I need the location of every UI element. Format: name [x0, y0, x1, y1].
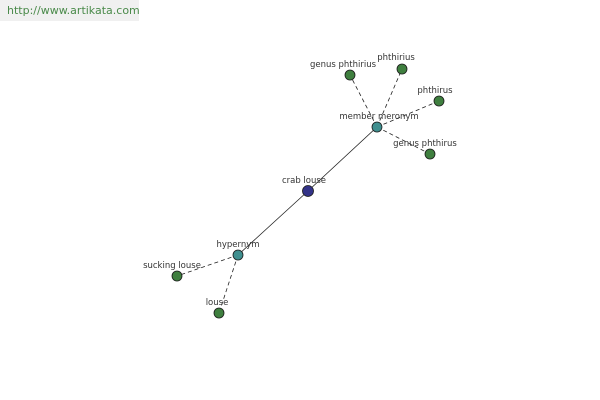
node-label-phthirius-1[interactable]: phthirius	[377, 53, 415, 63]
labels-layer: crab louse member meronym hypernym genus ph…	[143, 53, 457, 308]
site-url[interactable]: http://www.artikata.com	[7, 4, 140, 17]
edge-member-meronym-to-phthirus	[376, 100, 440, 128]
edges-layer	[176, 68, 440, 314]
node-hypernym[interactable]	[232, 249, 244, 261]
node-crab-louse[interactable]	[302, 185, 314, 197]
node-label-louse[interactable]: louse	[206, 298, 229, 308]
edge-hypernym-to-louse	[218, 254, 239, 314]
node-member-meronym[interactable]	[371, 121, 383, 133]
nodes-layer	[171, 63, 445, 319]
node-phthirus[interactable]	[433, 95, 445, 107]
node-genus-phthirius-1[interactable]	[344, 69, 356, 81]
edge-crab-louse-to-hypernym	[237, 190, 309, 256]
node-label-crab-louse[interactable]: crab louse	[282, 176, 326, 186]
node-label-hypernym[interactable]: hypernym	[216, 240, 259, 250]
edge-member-meronym-to-phthirius-1	[376, 68, 403, 128]
edge-member-meronym-to-genus-phthirius-1	[349, 74, 378, 128]
edge-member-meronym-to-genus-phthirus	[376, 126, 431, 155]
edge-crab-louse-to-member-meronym	[307, 126, 378, 192]
node-sucking-louse[interactable]	[171, 270, 183, 282]
node-label-sucking-louse[interactable]: sucking louse	[143, 261, 201, 271]
node-label-genus-phthirius-1[interactable]: genus phthirius	[310, 60, 377, 70]
node-phthirius-1[interactable]	[396, 63, 408, 75]
edge-hypernym-to-sucking-louse	[176, 254, 239, 277]
node-louse[interactable]	[213, 307, 225, 319]
node-label-phthirus[interactable]: phthirus	[417, 86, 453, 96]
node-label-member-meronym[interactable]: member meronym	[339, 112, 418, 122]
node-label-genus-phthirus[interactable]: genus phthirus	[393, 139, 457, 149]
node-genus-phthirus[interactable]	[424, 148, 436, 160]
url-banner: http://www.artikata.com	[0, 0, 140, 21]
